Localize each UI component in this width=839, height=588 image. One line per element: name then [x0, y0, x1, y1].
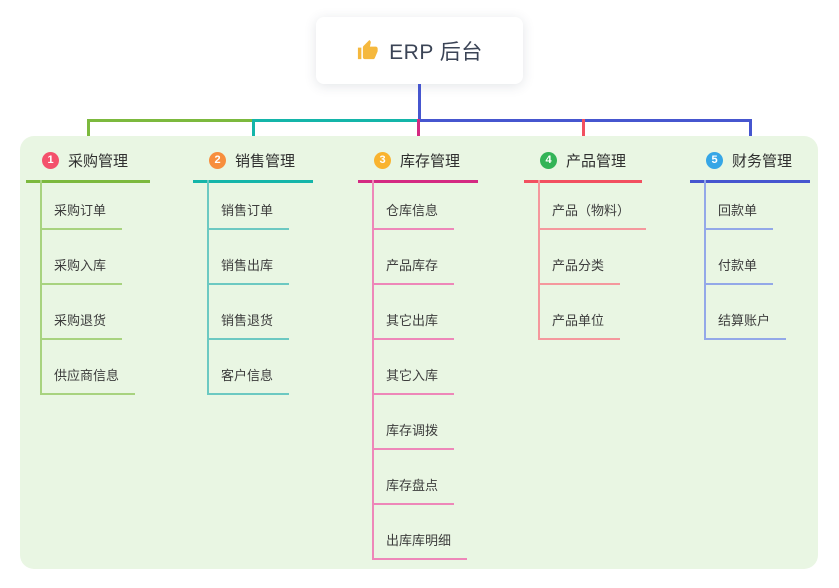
child-node[interactable]: 产品分类	[538, 255, 621, 285]
branch-label: 财务管理	[732, 153, 793, 170]
child-node[interactable]: 采购入库	[40, 255, 123, 285]
branch-label: 采购管理	[68, 153, 129, 170]
branch-rail-4	[538, 180, 540, 340]
child-node[interactable]: 供应商信息	[40, 365, 136, 395]
root-node-erp-backend[interactable]: ERP 后台	[316, 17, 523, 84]
branch-drop-3	[417, 119, 420, 146]
child-node[interactable]: 产品单位	[538, 310, 621, 340]
child-node[interactable]: 结算账户	[704, 310, 787, 340]
child-node[interactable]: 销售订单	[207, 200, 290, 230]
child-node[interactable]: 出库库明细	[372, 530, 468, 560]
branch-number-badge: 4	[540, 152, 557, 169]
child-node[interactable]: 回款单	[704, 200, 774, 230]
child-node[interactable]: 付款单	[704, 255, 774, 285]
branch-node-1[interactable]: 1 采购管理	[26, 147, 150, 183]
child-node[interactable]: 销售退货	[207, 310, 290, 340]
branch-number-badge: 1	[42, 152, 59, 169]
branch-rail-1	[40, 180, 42, 395]
branch-number-badge: 5	[706, 152, 723, 169]
child-node[interactable]: 库存调拨	[372, 420, 455, 450]
branch-node-5[interactable]: 5 财务管理	[690, 147, 810, 183]
child-node[interactable]: 产品库存	[372, 255, 455, 285]
branch-drop-5	[749, 119, 752, 146]
branch-drop-4	[582, 119, 585, 146]
branch-rail-5	[704, 180, 706, 340]
root-node-title: ERP 后台	[389, 40, 483, 64]
branch-drop-2	[252, 119, 255, 146]
root-connector-stem	[418, 84, 421, 122]
child-node[interactable]: 产品（物料）	[538, 200, 647, 230]
child-node[interactable]: 其它出库	[372, 310, 455, 340]
child-node[interactable]: 库存盘点	[372, 475, 455, 505]
branch-rail-3	[372, 180, 374, 560]
branch-drop-1	[87, 119, 90, 146]
branch-number-badge: 3	[374, 152, 391, 169]
child-node[interactable]: 仓库信息	[372, 200, 455, 230]
child-node[interactable]: 其它入库	[372, 365, 455, 395]
branch-label: 销售管理	[235, 153, 296, 170]
branch-rail-2	[207, 180, 209, 395]
child-node[interactable]: 采购退货	[40, 310, 123, 340]
branch-node-2[interactable]: 2 销售管理	[193, 147, 313, 183]
child-node[interactable]: 客户信息	[207, 365, 290, 395]
branches-panel	[20, 136, 818, 569]
branch-node-4[interactable]: 4 产品管理	[524, 147, 642, 183]
bus-segment-1	[87, 119, 255, 122]
bus-segment-2	[255, 119, 417, 122]
branch-label: 库存管理	[400, 153, 461, 170]
branch-number-badge: 2	[209, 152, 226, 169]
branch-node-3[interactable]: 3 库存管理	[358, 147, 478, 183]
branch-label: 产品管理	[566, 153, 627, 170]
child-node[interactable]: 销售出库	[207, 255, 290, 285]
child-node[interactable]: 采购订单	[40, 200, 123, 230]
thumbs-up-icon	[356, 39, 379, 62]
